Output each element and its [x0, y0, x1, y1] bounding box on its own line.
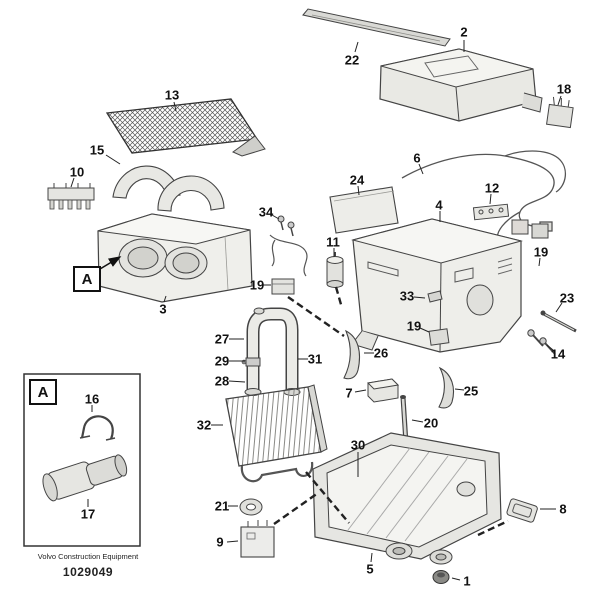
part-label-5: 5	[366, 562, 373, 577]
callout-arrow	[99, 256, 122, 270]
part-label-19: 19	[250, 278, 264, 293]
leader-line	[546, 344, 554, 351]
leader-line	[105, 154, 121, 165]
part-1-grommet	[432, 570, 450, 584]
leader-line	[163, 295, 167, 303]
part-17-silencer	[42, 454, 128, 502]
part-label-17: 17	[81, 507, 95, 522]
part-19-relay-left	[271, 278, 295, 295]
part-29-clamp	[245, 357, 261, 367]
part-label-1: 1	[463, 574, 470, 589]
leader-line	[370, 552, 373, 563]
leader-line	[419, 327, 430, 333]
boxed-label-A: A	[38, 384, 49, 401]
part-label-4: 4	[435, 198, 443, 213]
part-label-28: 28	[215, 374, 229, 389]
part-label-10: 10	[70, 165, 84, 180]
part-21-grommet	[239, 498, 263, 516]
part-label-7: 7	[345, 386, 352, 401]
part-18-connector	[546, 96, 574, 129]
leader-line	[271, 214, 280, 220]
part-7-valve	[366, 378, 400, 403]
part-label-32: 32	[197, 418, 211, 433]
part-label-2: 2	[460, 25, 467, 40]
part-23-pin	[540, 310, 577, 333]
figure-number: 1029049	[62, 564, 114, 579]
part-label-26: 26	[374, 346, 388, 361]
leader-line	[557, 95, 562, 106]
part-22-strip	[302, 8, 451, 47]
part-2-cover	[379, 48, 543, 122]
leader-line	[354, 41, 359, 53]
part-label-19: 19	[407, 319, 421, 334]
part-label-23: 23	[560, 291, 574, 306]
part-8-bracket	[506, 498, 538, 523]
part-24-panel	[329, 186, 399, 234]
part-label-8: 8	[559, 502, 566, 517]
leader-line	[357, 185, 360, 196]
part-label-11: 11	[326, 235, 340, 250]
leader-line	[538, 257, 541, 267]
part-label-34: 34	[259, 205, 274, 220]
boxed-label-frame	[29, 379, 57, 405]
part-label-6: 6	[413, 151, 420, 166]
part-label-9: 9	[216, 535, 223, 550]
part-label-30: 30	[351, 438, 365, 453]
part-15-shells	[112, 165, 225, 212]
part-label-12: 12	[485, 181, 499, 196]
part-label-18: 18	[557, 82, 571, 97]
part-11-actuator	[326, 252, 344, 288]
part-label-21: 21	[215, 499, 229, 514]
part-label-29: 29	[215, 354, 229, 369]
part-5-lower-tray	[312, 432, 502, 565]
part-9-relay	[240, 520, 275, 558]
part-label-3: 3	[159, 302, 166, 317]
boxed-label-A: A	[82, 271, 93, 288]
leader-line	[173, 101, 177, 112]
part-10-terminal-strip	[47, 183, 95, 210]
part-3-blower-housing	[97, 213, 253, 303]
part-label-33: 33	[400, 289, 414, 304]
leader-line	[451, 577, 461, 581]
part-label-13: 13	[165, 88, 179, 103]
part-12-bracket	[472, 203, 549, 239]
part-4-heater-unit	[351, 218, 523, 353]
boxed-label-frame	[73, 266, 101, 292]
assembly-dashed-lines	[273, 286, 509, 537]
leader-line	[454, 388, 465, 391]
part-label-20: 20	[424, 416, 438, 431]
part-label-25: 25	[464, 384, 478, 399]
part-label-31: 31	[308, 352, 322, 367]
leader-line	[413, 296, 426, 299]
leader-line	[489, 193, 492, 205]
part-26-bracket	[343, 329, 361, 380]
part-label-24: 24	[350, 173, 365, 188]
leader-line	[226, 540, 239, 543]
part-label-19: 19	[534, 245, 548, 260]
part-25-bracket	[438, 366, 455, 409]
leader-line	[70, 177, 75, 188]
part-label-16: 16	[85, 392, 99, 407]
leader-line	[411, 419, 424, 423]
part-27-31-pipe	[241, 307, 301, 396]
leader-line	[228, 380, 246, 383]
figure-footer: Volvo Construction Equipment 1029049	[28, 552, 148, 579]
part-13-filter	[105, 98, 266, 157]
part-label-14: 14	[551, 347, 566, 362]
part-label-27: 27	[215, 332, 229, 347]
part-32-evaporator	[225, 384, 328, 483]
part-14-screws	[527, 329, 556, 355]
leader-line	[418, 163, 424, 175]
part-label-15: 15	[90, 143, 104, 158]
brand-text: Volvo Construction Equipment	[37, 552, 139, 561]
part-16-clamp	[80, 415, 114, 440]
leader-line	[354, 389, 367, 393]
part-34-screws	[269, 215, 308, 277]
leader-line	[555, 302, 563, 313]
part-label-22: 22	[345, 53, 359, 68]
